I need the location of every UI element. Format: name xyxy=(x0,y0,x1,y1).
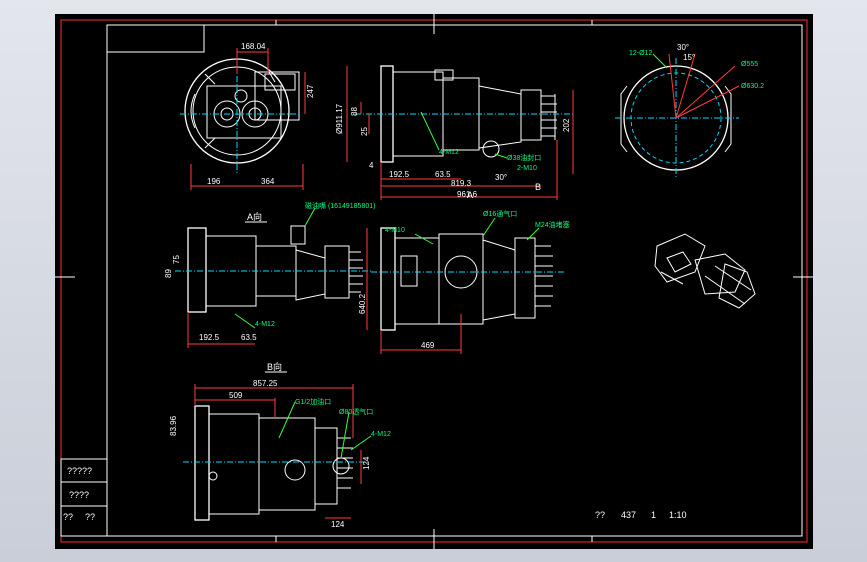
title-block xyxy=(60,458,108,537)
plan-view xyxy=(371,227,565,331)
dim-202: 202 xyxy=(562,118,571,132)
dim-168: 168.04 xyxy=(241,42,266,51)
dim-25: 25 xyxy=(360,127,369,136)
dim-640: 640.2 xyxy=(358,293,367,314)
view-b xyxy=(183,405,369,521)
note-2-m10: 2-M10 xyxy=(517,165,537,172)
dim-961: 961.6 xyxy=(457,190,478,199)
outer-border xyxy=(60,19,808,543)
dim-196: 196 xyxy=(207,177,221,186)
note-4-m10: 4-M10 xyxy=(385,227,405,234)
zone-ticks xyxy=(275,20,593,542)
dim-83-96: 83.96 xyxy=(169,415,178,436)
view-letter-a: A xyxy=(467,190,473,200)
side-view-dimensions: Ø911.17 88 25 4 192.5 63.5 819.3 961.6 4… xyxy=(335,66,574,200)
dim-469: 469 xyxy=(421,341,435,350)
note-4-m12-b: 4-M12 xyxy=(371,431,391,438)
view-a-dimensions: 磁油嘴 (16149185801) 75 89 192.5 63.5 4-M12 xyxy=(164,201,375,348)
title-cell-1: ????? xyxy=(67,466,92,476)
dim-top-30: 30° xyxy=(677,43,689,52)
view-a xyxy=(175,225,373,313)
footer-sheet: 1 xyxy=(651,510,656,520)
footer-name: ?? xyxy=(595,510,605,520)
dim-124-v: 124 xyxy=(362,456,371,470)
flange-view-dimensions: 30° 15° 12-Ø12 Ø555 Ø630.2 xyxy=(629,43,764,90)
dim-630: Ø630.2 xyxy=(741,83,764,90)
dim-63-5: 63.5 xyxy=(435,170,451,179)
note-vent-80: Ø80透气口 xyxy=(339,407,373,416)
isometric-view xyxy=(654,233,756,309)
footer-number: 437 xyxy=(621,510,636,520)
dim-364: 364 xyxy=(261,177,275,186)
cad-drawing-canvas[interactable]: ????? ???? ?? ?? 168.04 247 xyxy=(55,14,813,549)
footer-scale: 1:10 xyxy=(669,510,687,520)
top-left-box xyxy=(106,24,205,53)
note-oil-nozzle: 磁油嘴 (16149185801) xyxy=(305,201,375,210)
title-cell-3: ?? xyxy=(63,512,73,522)
dim-911: Ø911.17 xyxy=(335,103,344,134)
view-b-label-group: B向 xyxy=(265,361,287,373)
dim-75: 75 xyxy=(172,255,181,264)
dim-top-15: 15° xyxy=(683,53,695,62)
note-4-m12: 4-M12 xyxy=(439,149,459,156)
dim-30-angle: 30° xyxy=(495,173,507,182)
dim-247: 247 xyxy=(306,84,315,98)
footer-info: ?? 437 1 1:10 xyxy=(595,510,687,520)
drawing-svg: ????? ???? ?? ?? 168.04 247 xyxy=(55,14,813,549)
view-letter-b: B xyxy=(535,182,541,192)
note-m24-plug: M24油堵塞 xyxy=(535,220,570,229)
title-cell-4: ?? xyxy=(85,512,95,522)
dim-192-5: 192.5 xyxy=(389,170,410,179)
dim-555: Ø555 xyxy=(741,61,758,68)
dim-88: 88 xyxy=(350,107,359,116)
dim-819: 819.3 xyxy=(451,179,472,188)
dim-63-5-a: 63.5 xyxy=(241,333,257,342)
side-elevation-view xyxy=(355,65,575,163)
front-view-dimensions: 168.04 247 196 364 xyxy=(190,42,315,190)
note-fill-port: G1/2加油口 xyxy=(295,397,331,406)
view-b-dimensions: 857.25 509 83.96 G1/2加油口 Ø80透气口 4-M12 12… xyxy=(169,379,391,529)
note-vent-16: Ø16通气口 xyxy=(483,209,517,218)
flange-view xyxy=(615,53,740,178)
inner-border xyxy=(106,24,803,537)
dim-857: 857.25 xyxy=(253,379,278,388)
title-cell-2: ???? xyxy=(69,490,89,500)
view-a-label: A向 xyxy=(247,211,262,222)
front-end-view xyxy=(180,54,300,174)
note-oil-seal: Ø38油封口 xyxy=(507,153,541,162)
dim-4: 4 xyxy=(369,161,374,170)
dim-192-5-a: 192.5 xyxy=(199,333,220,342)
view-a-label-group: A向 xyxy=(245,211,267,223)
dim-509: 509 xyxy=(229,391,243,400)
dim-89: 89 xyxy=(164,269,173,278)
border-center-marks xyxy=(55,14,813,549)
plan-view-dimensions: A 4-M10 Ø16通气口 M24油堵塞 640.2 469 xyxy=(358,190,570,354)
view-b-label: B向 xyxy=(267,361,282,372)
note-12-holes: 12-Ø12 xyxy=(629,50,652,57)
note-4-m12-a: 4-M12 xyxy=(255,321,275,328)
dim-124-h: 124 xyxy=(331,520,345,529)
